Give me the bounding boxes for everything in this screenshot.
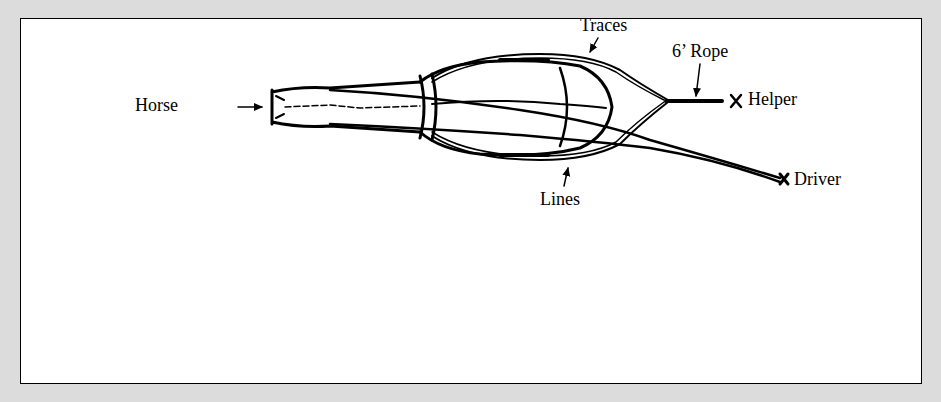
frame-panel [20,18,922,384]
traces-label: Traces [580,16,627,36]
horse-label: Horse [135,96,178,116]
rope-label: 6’ Rope [672,42,728,62]
helper-label: Helper [748,90,797,110]
driver-label: Driver [794,170,841,190]
lines-label: Lines [540,190,580,210]
